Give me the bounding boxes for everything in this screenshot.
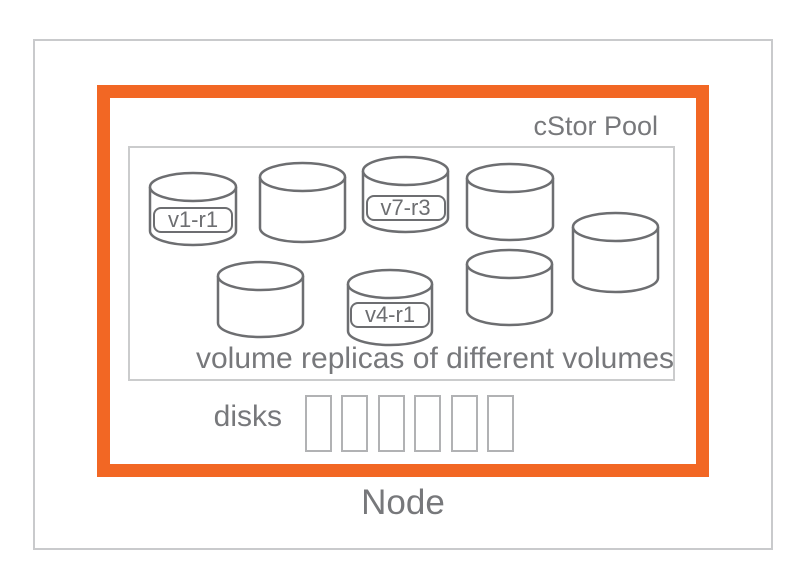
volume-replica-cylinder [465, 162, 555, 242]
cylinder-top-ellipse [571, 211, 660, 243]
disks-label: disks [213, 400, 282, 433]
cylinder-top-ellipse [361, 155, 450, 187]
volume-replica-cylinder [216, 260, 305, 339]
cylinder-top-ellipse [465, 162, 555, 194]
volume-replicas-caption: volume replicas of different volumes [196, 342, 675, 375]
disk-rect [414, 395, 442, 452]
cylinder-top-ellipse [258, 161, 347, 193]
volume-replica-cylinder [258, 161, 347, 244]
disk-rect [305, 395, 332, 452]
cylinder-top-ellipse [465, 248, 554, 280]
replica-label-v7-r3: v7-r3 [365, 195, 446, 221]
replica-label-v1-r1: v1-r1 [153, 207, 233, 233]
disk-rect [450, 395, 478, 452]
cylinder-top-ellipse [216, 260, 305, 292]
disk-rect [341, 395, 369, 452]
cylinder-top-ellipse [346, 268, 434, 300]
node-label: Node [361, 483, 445, 522]
replica-label-v4-r1: v4-r1 [350, 302, 430, 328]
cstor-pool-label: cStor Pool [533, 111, 658, 141]
disk-rect [377, 395, 405, 452]
volume-replica-cylinder [465, 248, 554, 327]
volume-replica-cylinder [571, 211, 660, 294]
cylinder-top-ellipse [148, 171, 238, 203]
disk-rect [487, 395, 514, 452]
